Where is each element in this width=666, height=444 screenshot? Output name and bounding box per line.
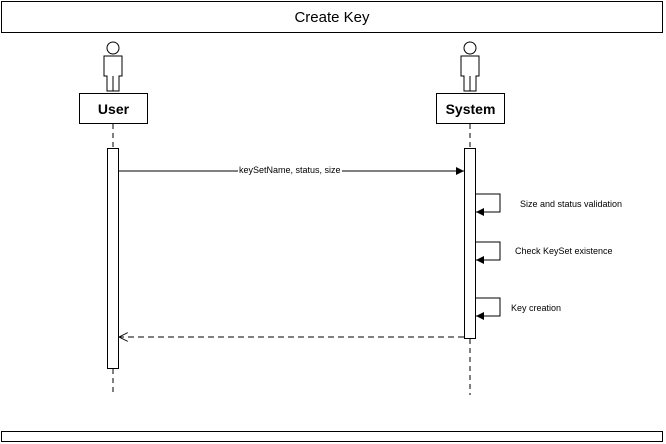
system-lifeline: [464, 124, 476, 395]
self-message-arrow-creation: [476, 297, 501, 320]
participant-user-label: User: [97, 100, 130, 117]
request-message-label: keySetName, status, size: [238, 165, 342, 176]
system-actor-icon: [460, 41, 480, 92]
self-message-arrow-existence: [476, 241, 501, 264]
user-lifeline: [107, 124, 119, 395]
user-actor-icon: [103, 41, 123, 92]
self-message-label-validation: Size and status validation: [520, 199, 623, 209]
diagram-title-text: Create Key: [294, 8, 370, 26]
diagram-title: Create Key: [1, 1, 663, 33]
self-message-arrow-validation: [476, 193, 501, 216]
self-message-label-creation: Key creation: [511, 303, 562, 313]
self-message-label-existence: Check KeySet existence: [515, 246, 613, 256]
participant-system-label: System: [445, 100, 496, 117]
participant-system: System: [436, 93, 505, 124]
diagram-footer-frame: [1, 431, 663, 442]
participant-user: User: [79, 93, 148, 124]
